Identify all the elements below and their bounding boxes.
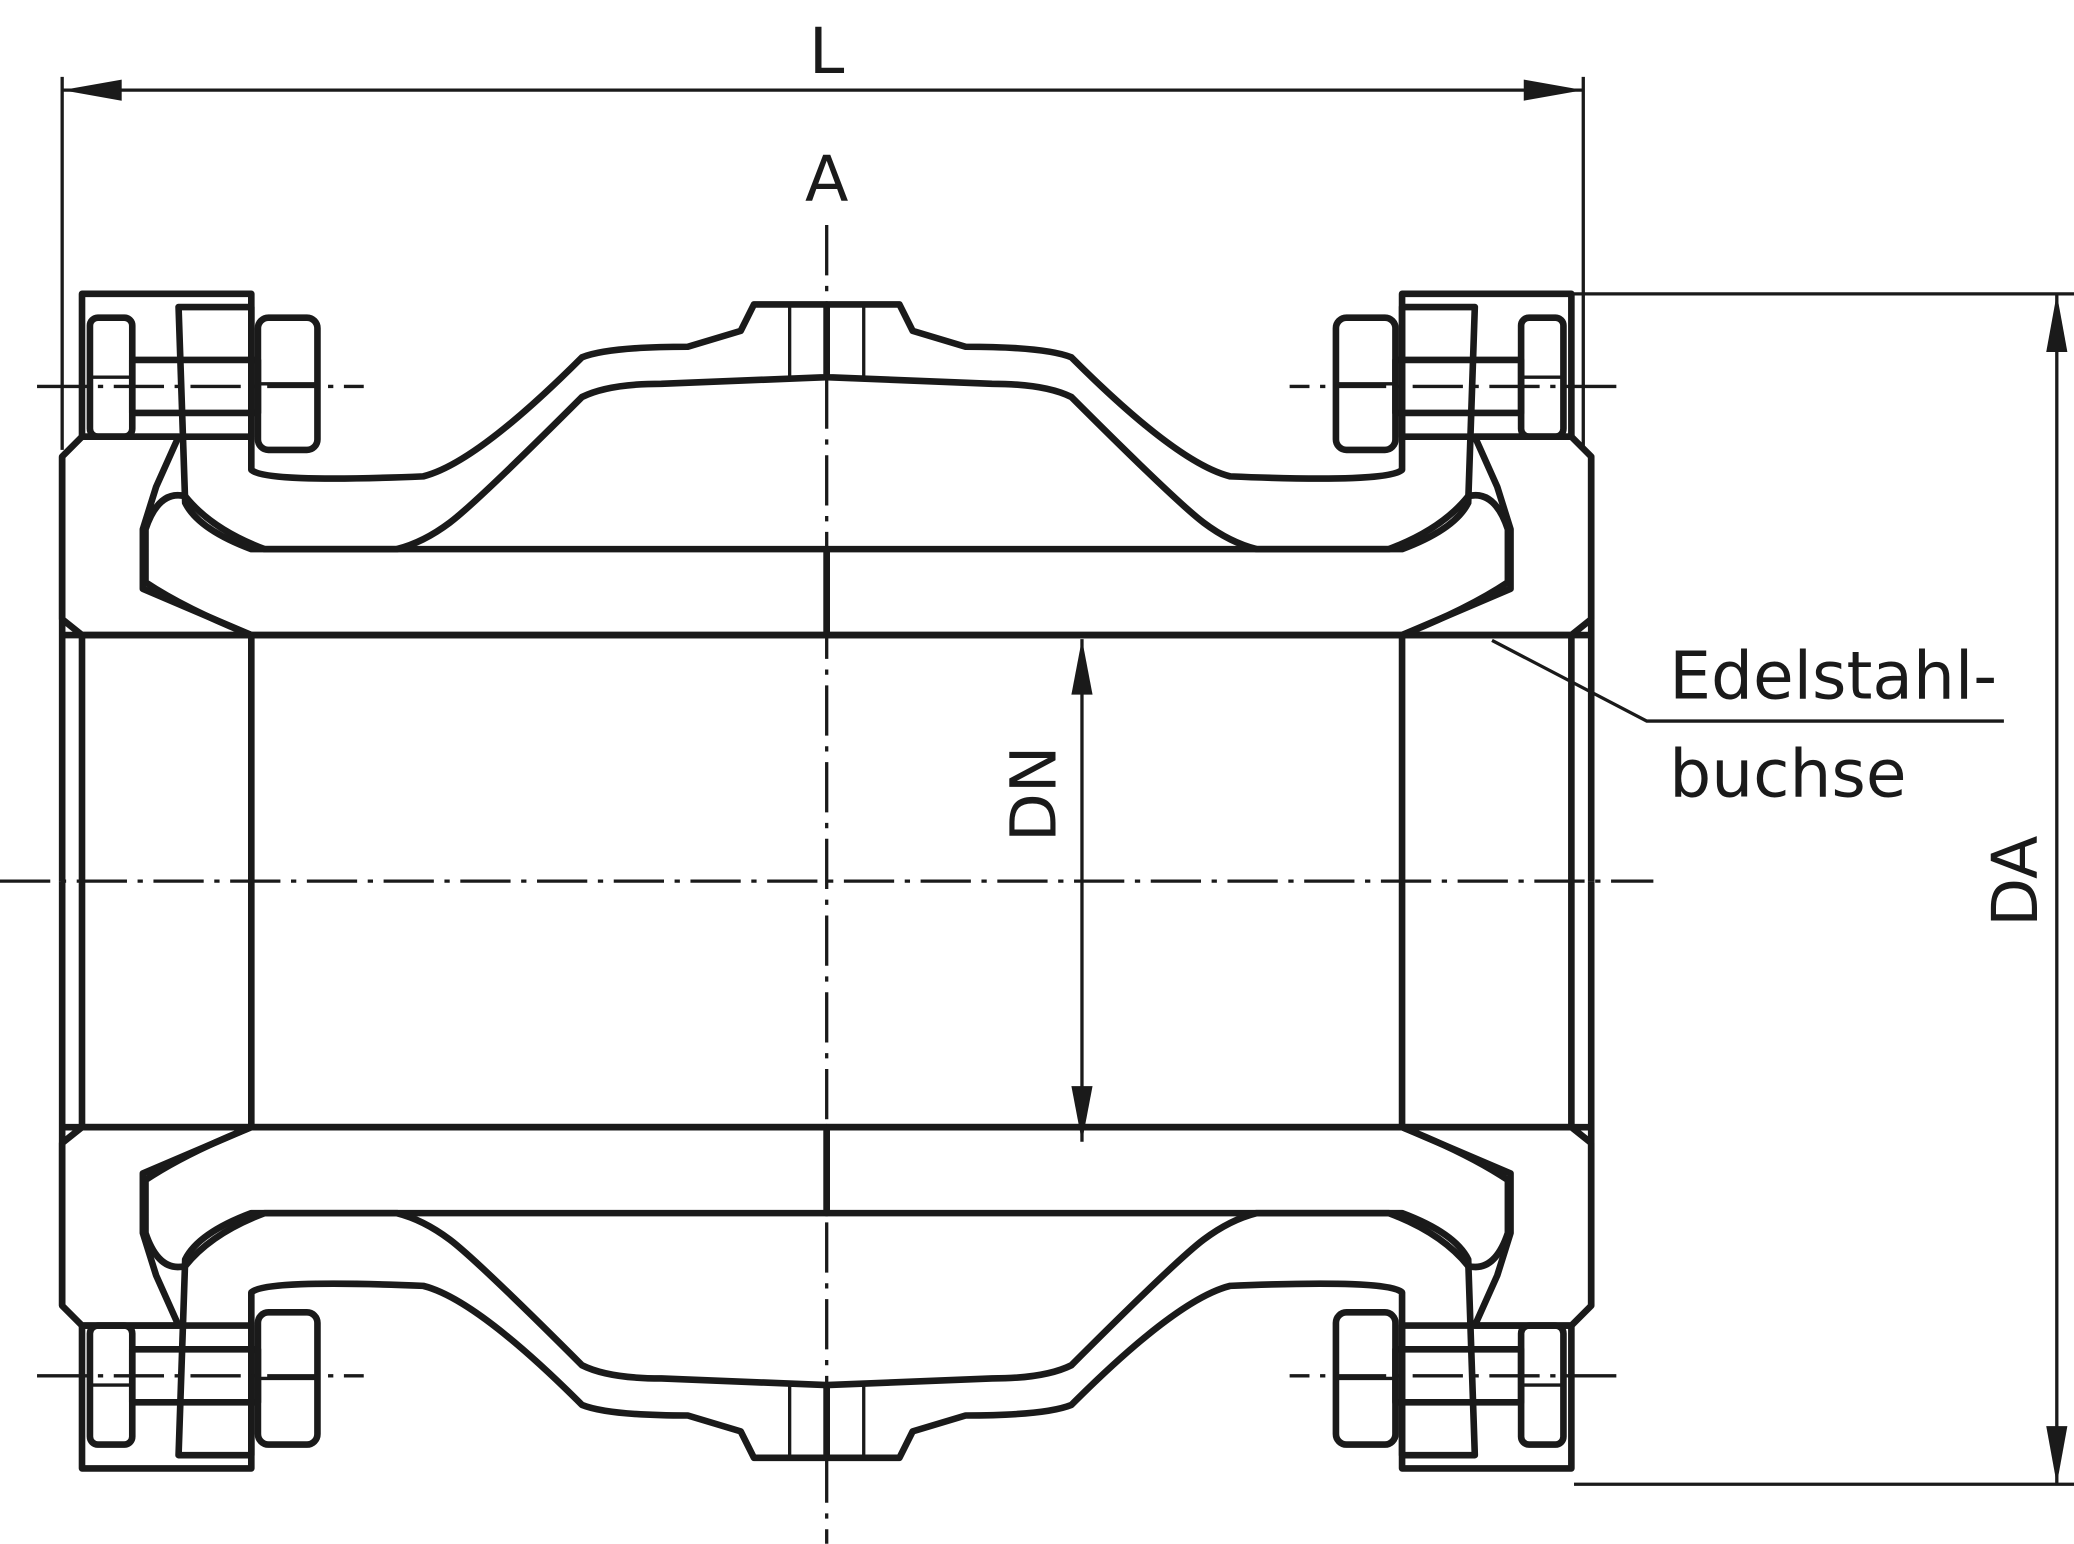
stainless-bushing-callout: Edelstahl- buchse <box>1491 638 2004 812</box>
outer-diameter-dimension: DA <box>1574 292 2074 1486</box>
length-label: L <box>809 14 845 88</box>
section-label: A <box>805 142 848 216</box>
nominal-diameter-label: DN <box>997 746 1071 842</box>
callout-line2: buchse <box>1669 735 1906 812</box>
length-dimension: L <box>60 14 1585 450</box>
nominal-diameter-dimension: DN <box>997 639 1093 1142</box>
callout-line1: Edelstahl- <box>1669 638 1997 715</box>
outer-diameter-label: DA <box>1978 836 2052 927</box>
